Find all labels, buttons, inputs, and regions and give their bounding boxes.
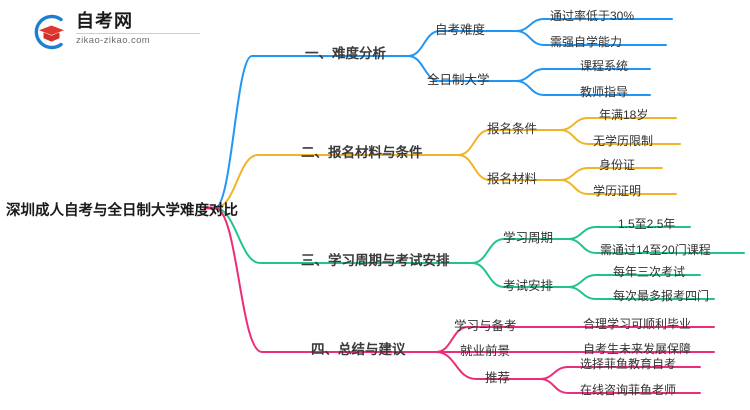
link-b3-c1 [471,238,569,264]
link-b3-c2 [471,262,569,288]
leaf-node-2-2-1[interactable]: 身份证 [599,158,636,172]
leaf-node-3-1-1[interactable]: 1.5至2.5年 [618,217,676,231]
link-b2-c2 [457,154,561,181]
leaf-node-3-1-2[interactable]: 需通过14至20门课程 [600,243,711,257]
link-b4-c3 [435,351,541,380]
leaf-node-1-1-2[interactable]: 需强自学能力 [550,35,623,49]
link-b3c1-l2 [567,238,745,254]
leaf-node-2-1-2[interactable]: 无学历限制 [593,134,654,148]
leaf-node-3-2-1[interactable]: 每年三次考试 [613,265,686,279]
leaf-node-3-2-2[interactable]: 每次最多报考四门 [613,289,710,303]
branch-node-4[interactable]: 四、总结与建议 [311,342,406,357]
sub-node-1-1[interactable]: 自考难度 [435,23,486,37]
sub-node-3-2[interactable]: 考试安排 [503,279,554,293]
sub-node-4-1[interactable]: 学习与备考 [454,319,517,333]
link-b1-c1 [407,30,517,57]
sub-node-1-2[interactable]: 全日制大学 [427,73,490,87]
graduation-cap-icon [30,12,70,52]
logo-divider [76,33,200,34]
link-b4c3-l2 [539,378,701,394]
leaf-node-1-2-2[interactable]: 教师指导 [580,85,629,99]
leaf-node-2-1-1[interactable]: 年满18岁 [599,108,649,122]
logo-url: zikao-zikao.com [76,35,151,46]
leaf-node-4-2-1[interactable]: 自考生未来发展保障 [583,342,692,356]
leaf-node-1-1-1[interactable]: 通过率低于30% [550,9,635,23]
sub-node-4-3[interactable]: 推荐 [485,371,511,385]
site-logo: 自考网 zikao-zikao.com [30,10,220,54]
link-b2c2-l2 [559,179,677,195]
sub-node-2-2[interactable]: 报名材料 [487,172,538,186]
leaf-node-4-1-1[interactable]: 合理学习可顺利毕业 [583,317,692,331]
link-root-b4 [214,207,437,353]
branch-node-2[interactable]: 二、报名材料与条件 [301,145,423,160]
link-root-b2 [214,154,459,209]
sub-node-3-1[interactable]: 学习周期 [503,231,554,245]
link-root-b1 [214,55,409,209]
link-b3c2-l2 [567,286,715,300]
branch-node-3[interactable]: 三、学习周期与考试安排 [301,253,450,268]
link-c2-l2 [515,80,651,96]
leaf-node-4-3-1[interactable]: 选择菲鱼教育自考 [580,357,677,371]
root-node[interactable]: 深圳成人自考与全日制大学难度对比 [6,203,238,219]
link-root-b3 [214,207,473,264]
link-b2c1-l2 [559,129,681,145]
leaf-node-2-2-2[interactable]: 学历证明 [593,184,642,198]
branch-node-1[interactable]: 一、难度分析 [305,46,386,61]
sub-node-4-2[interactable]: 就业前景 [460,344,511,358]
logo-text-block: 自考网 zikao-zikao.com [76,10,216,47]
sub-node-2-1[interactable]: 报名条件 [487,122,538,136]
link-b1-c2 [407,55,517,82]
leaf-node-1-2-1[interactable]: 课程系统 [580,59,629,73]
link-c1-l2 [515,30,667,46]
logo-name: 自考网 [76,11,133,31]
link-b2-c1 [457,129,561,156]
leaf-node-4-3-2[interactable]: 在线咨询菲鱼老师 [580,383,677,397]
